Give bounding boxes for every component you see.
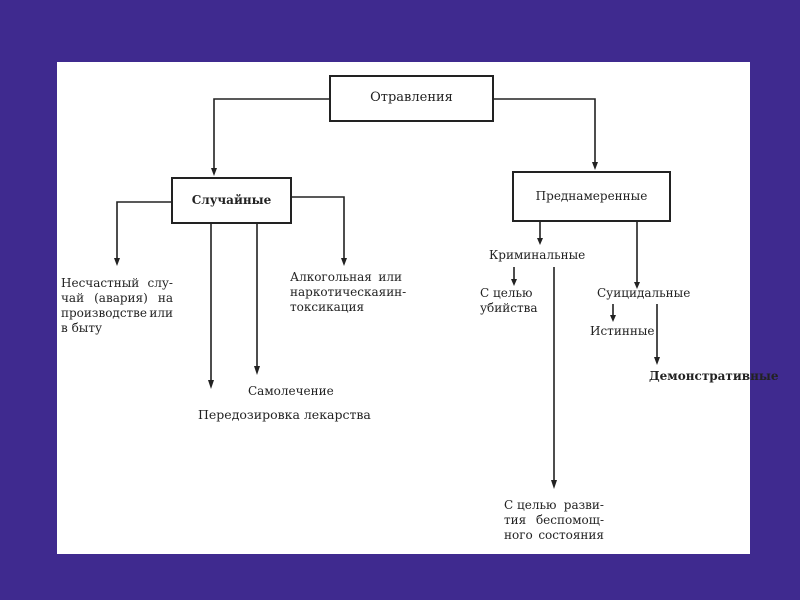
murder-line2: убийства <box>480 301 538 315</box>
murder-text: С целью убийства <box>480 286 538 316</box>
root-label: Отравления <box>370 90 453 105</box>
accidental-box <box>171 177 292 224</box>
connector-alcohol <box>291 196 345 260</box>
accident-line2-b: (авария) <box>94 291 148 305</box>
accident-line3-b: или <box>149 306 173 320</box>
arrow-intentional <box>592 162 598 170</box>
connector-root-accidental <box>213 98 330 170</box>
accident-line2-a: чай <box>61 291 85 305</box>
alcohol-line2-a: наркотическая <box>290 285 387 299</box>
helpless-line1-b: разви- <box>563 498 604 512</box>
helpless-line1-a: С целью <box>504 498 557 512</box>
arrow-murder <box>511 279 517 286</box>
helpless-state-text: С целью разви- тия беспомощ- ного состоя… <box>504 498 604 543</box>
accident-line3-a: производстве <box>61 306 148 320</box>
overdose-label: Передозировка лекарства <box>198 407 371 422</box>
diagram-connectors <box>114 75 671 489</box>
intentional-label: Преднамеренные <box>535 189 648 203</box>
self-treatment-label: Самолечение <box>248 384 334 398</box>
alcohol-line2-b: ин- <box>386 285 407 299</box>
accident-line1-b: слу- <box>147 276 173 290</box>
connector-accident-work <box>116 201 172 260</box>
alcohol-line1-a: Алкогольная <box>290 270 372 284</box>
accident-line1-a: Несчастный <box>61 276 140 290</box>
demonstrative-label: Демонстративные <box>649 369 779 383</box>
arrow-alcohol <box>341 258 347 266</box>
arrow-accident-work <box>114 258 120 266</box>
helpless-line3-b: состояния <box>538 528 604 542</box>
accident-line2-c: на <box>157 291 173 305</box>
accidental-label: Случайные <box>191 193 272 207</box>
alcohol-intoxication-text: Алкогольная или наркотическая ин- токсик… <box>290 270 406 315</box>
arrow-criminal <box>537 238 543 245</box>
arrow-overdose <box>208 380 214 389</box>
suicidal-label: Суицидальные <box>597 286 691 300</box>
slide-canvas: Отравления Случайные Преднамеренные Несч… <box>57 62 779 554</box>
connector-root-intentional <box>493 98 596 164</box>
arrow-demonstrative <box>654 357 660 365</box>
helpless-line2-a: тия <box>504 513 527 527</box>
helpless-line3-a: ного <box>504 528 533 542</box>
helpless-line2-b: беспомощ- <box>535 513 604 527</box>
accident-at-work-text: Несчастный слу- чай (авария) на производ… <box>61 276 173 336</box>
arrow-accidental <box>211 168 217 176</box>
true-suicide-label: Истинные <box>590 324 655 338</box>
alcohol-line3: токсикация <box>290 300 365 314</box>
murder-line1: С целью <box>480 286 533 300</box>
arrow-suicidal <box>634 282 640 289</box>
arrow-self-treatment <box>254 366 260 375</box>
arrow-helpless <box>551 480 557 489</box>
criminal-label: Криминальные <box>489 248 586 262</box>
arrow-true <box>610 315 616 322</box>
alcohol-line1-b: или <box>378 270 402 284</box>
accident-line4: в быту <box>61 321 103 335</box>
intentional-box <box>512 171 671 222</box>
